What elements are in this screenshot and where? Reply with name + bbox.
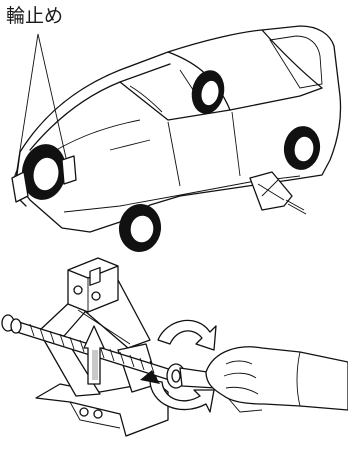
wheel-rear-far <box>188 67 228 117</box>
wheel-rear-right <box>281 124 323 173</box>
jack-base <box>36 382 168 436</box>
car-outline <box>14 26 341 232</box>
rotation-arrow-top-icon <box>158 320 216 350</box>
hand-icon <box>206 347 348 412</box>
wheel-chock-label: 輪止め <box>6 4 63 28</box>
wheel-front-right <box>117 202 164 254</box>
